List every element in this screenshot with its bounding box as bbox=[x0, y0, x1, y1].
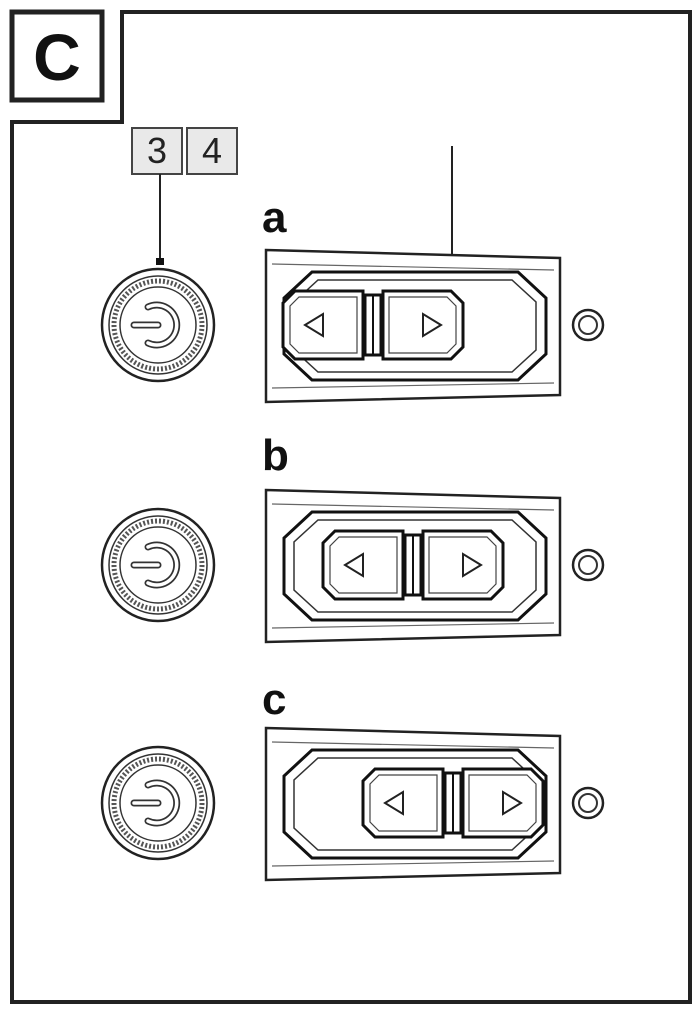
panel-letter-box bbox=[9, 9, 105, 103]
rocker-switch bbox=[321, 529, 505, 601]
callout-box-left bbox=[131, 127, 183, 175]
row-label-b: b bbox=[262, 431, 289, 480]
triangle-left-icon bbox=[383, 790, 404, 816]
power-button-icon bbox=[100, 745, 216, 861]
triangle-right-icon bbox=[422, 312, 443, 338]
panel-letter: C bbox=[33, 20, 81, 94]
callout-number-3: 3 bbox=[146, 130, 168, 171]
indicator-light-icon bbox=[571, 548, 605, 582]
rocker-switch bbox=[361, 767, 545, 839]
callout-number-4: 4 bbox=[201, 130, 223, 171]
switch-row-a bbox=[100, 248, 605, 404]
triangle-right-icon bbox=[502, 790, 523, 816]
switch-row-b bbox=[100, 488, 605, 644]
rocker-switch bbox=[281, 289, 465, 361]
outer-frame bbox=[10, 10, 692, 1004]
triangle-right-icon bbox=[462, 552, 483, 578]
power-button-icon bbox=[100, 267, 216, 383]
row-label-a: a bbox=[262, 193, 287, 242]
callout-box-right bbox=[186, 127, 238, 175]
power-button-icon bbox=[100, 507, 216, 623]
leader-dot-power bbox=[156, 258, 164, 265]
triangle-left-icon bbox=[343, 552, 364, 578]
triangle-left-icon bbox=[303, 312, 324, 338]
row-label-c: c bbox=[262, 675, 287, 724]
indicator-light-icon bbox=[571, 308, 605, 342]
switch-row-c bbox=[100, 726, 605, 882]
indicator-light-icon bbox=[571, 786, 605, 820]
